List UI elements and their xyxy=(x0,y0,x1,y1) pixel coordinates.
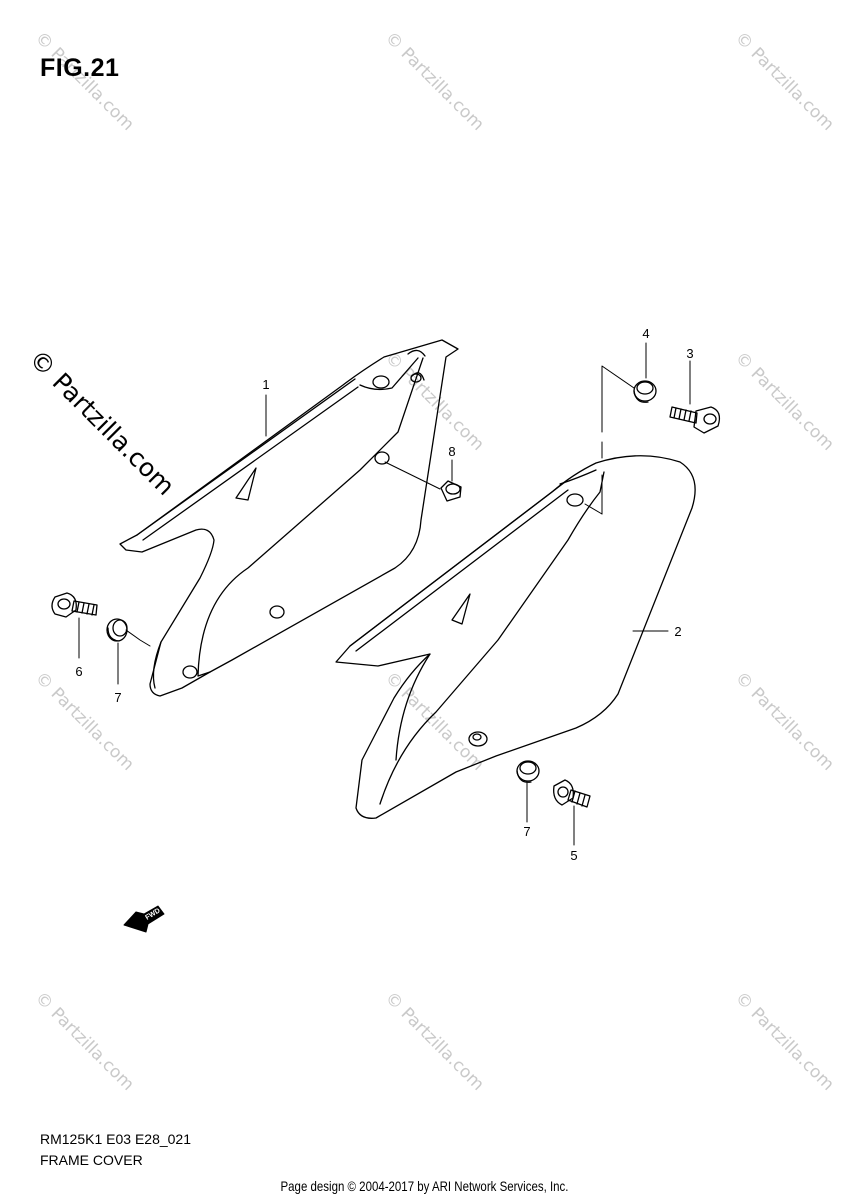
grommet-4[interactable] xyxy=(633,380,657,403)
callout-8[interactable]: 8 xyxy=(448,444,455,459)
diagram-code: RM125K1 E03 E28_021 xyxy=(40,1131,191,1147)
callout-7-right[interactable]: 7 xyxy=(523,824,530,839)
callout-3[interactable]: 3 xyxy=(686,346,693,361)
figure-title: FIG.21 xyxy=(40,54,120,82)
grommet-7-right[interactable] xyxy=(516,760,540,783)
page-credit: Page design © 2004-2017 by ARI Network S… xyxy=(280,1178,569,1194)
diagram-name: FRAME COVER xyxy=(40,1152,143,1168)
mounting-hole xyxy=(374,451,390,465)
bolt-5[interactable] xyxy=(553,779,591,808)
callout-1[interactable]: 1 xyxy=(262,377,269,392)
callout-5[interactable]: 5 xyxy=(570,848,577,863)
fwd-arrow-icon xyxy=(123,905,165,933)
bolt-3[interactable] xyxy=(669,406,721,434)
frame-cover-right[interactable] xyxy=(335,455,696,819)
bolt-6[interactable] xyxy=(51,592,98,618)
leader-lines xyxy=(78,342,691,846)
collar-8[interactable] xyxy=(440,480,462,502)
frame-cover-left[interactable] xyxy=(119,339,459,697)
callout-4[interactable]: 4 xyxy=(642,326,649,341)
callout-6[interactable]: 6 xyxy=(75,664,82,679)
callout-7-left[interactable]: 7 xyxy=(114,690,121,705)
callout-2[interactable]: 2 xyxy=(674,624,681,639)
grommet-7-left[interactable] xyxy=(106,618,128,642)
